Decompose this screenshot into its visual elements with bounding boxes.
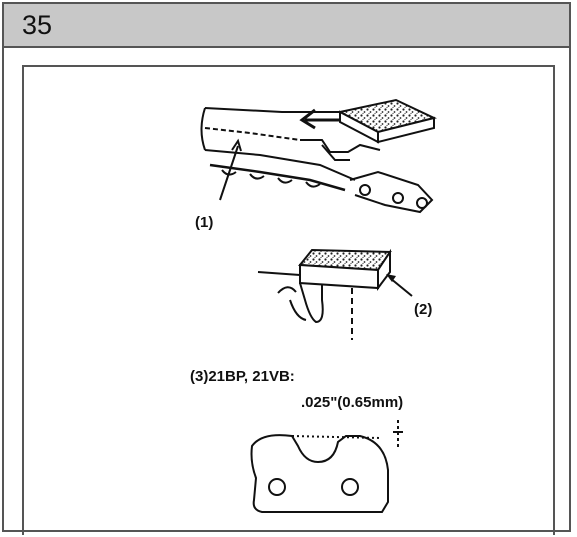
cutter-profile-drawing: [250, 420, 403, 513]
spec-model-label: (3)21BP, 21VB:: [190, 368, 295, 385]
spec-depth-value: .025"(0.65mm): [301, 394, 403, 411]
step-header: 35: [4, 4, 569, 48]
callout-1-leader: [219, 138, 242, 201]
depth-gauge-drawing: [257, 248, 413, 340]
callout-2-label: (2): [414, 301, 432, 318]
callout-1-label: (1): [195, 214, 213, 231]
illustration-box: [22, 65, 555, 535]
step-number: 35: [22, 10, 53, 40]
file-gauge-top: [337, 98, 437, 144]
